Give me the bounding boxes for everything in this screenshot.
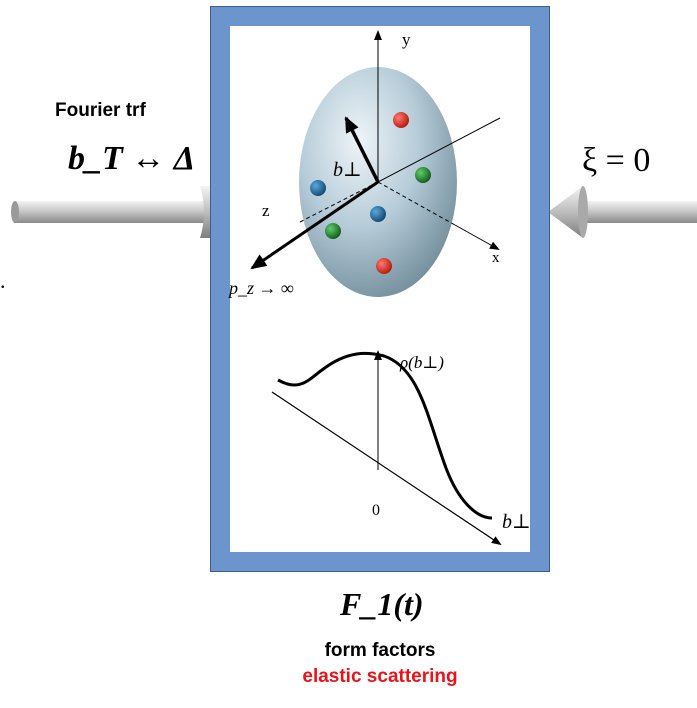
form-factors-label: form factors <box>324 640 436 661</box>
x-axis-dashed <box>377 181 456 226</box>
b-perp-vector <box>344 116 380 183</box>
quark-red-top <box>393 112 409 128</box>
label-z-axis: z <box>262 201 270 220</box>
elastic-scattering-label: elastic scattering <box>302 666 458 687</box>
label-pz-infinity: p_z → ∞ <box>227 278 294 298</box>
label-x-axis: x <box>492 250 500 266</box>
diagonal-axis-dashed <box>299 181 379 223</box>
label-y-axis: y <box>402 30 411 49</box>
label-b-perp-axis: b⊥ <box>502 511 531 533</box>
left-dot: . <box>0 268 6 293</box>
xi-zero-label: ξ = 0 <box>582 142 651 179</box>
quark-green-right <box>415 167 431 183</box>
label-b-perp: b⊥ <box>333 159 362 181</box>
quark-green-left <box>325 223 341 239</box>
label-rho: ρ(b⊥) <box>399 353 444 372</box>
bt-delta-text: b_T ↔ Δ <box>68 140 196 177</box>
right-arrow-shaft <box>580 201 697 223</box>
fourier-transform-label: Fourier trf <box>55 100 146 121</box>
x-axis <box>454 224 500 250</box>
right-arrow-head <box>548 186 583 238</box>
bt-delta-label: b_T ↔ Δ <box>68 140 195 178</box>
left-arrow-head <box>200 186 212 238</box>
quark-red-bottom <box>376 258 392 274</box>
density-curve <box>277 351 493 520</box>
quark-blue-center <box>370 206 386 222</box>
label-origin: 0 <box>372 502 380 519</box>
b-perp-axis <box>271 391 502 546</box>
f1-formula-label: F_1(t) <box>340 586 424 622</box>
left-arrow-shaft <box>14 201 212 223</box>
diagonal-axis <box>377 117 501 183</box>
z-axis <box>250 180 379 270</box>
left-arrow-tail <box>11 201 19 223</box>
quark-blue-left <box>310 180 326 196</box>
right-arrow-cone-base <box>578 186 588 238</box>
